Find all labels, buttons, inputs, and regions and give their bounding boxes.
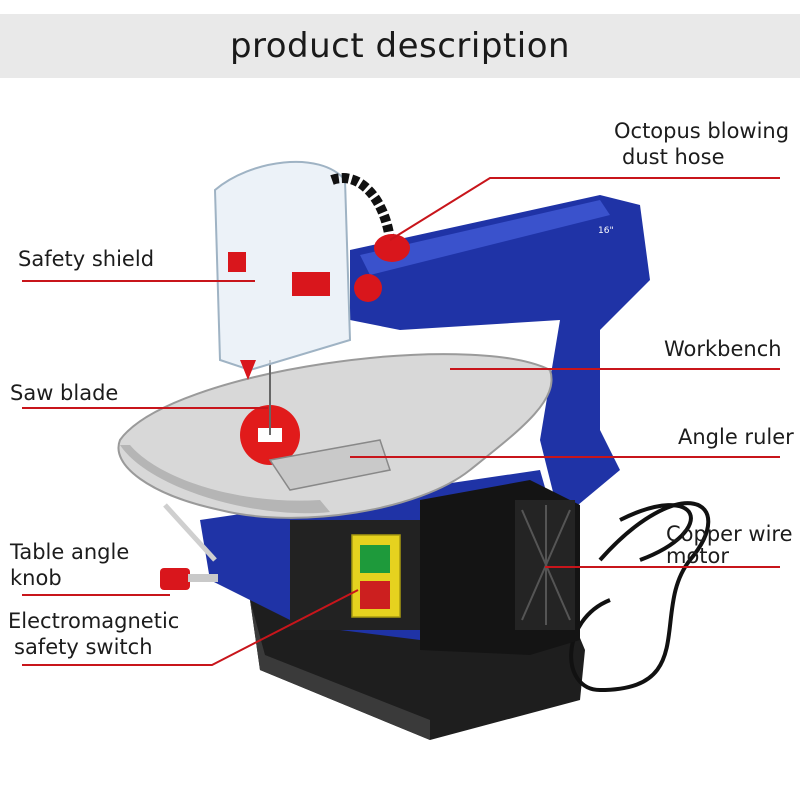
power-cord: [569, 501, 711, 693]
label-safety-shield: Safety shield: [18, 247, 155, 271]
page-title: product description: [229, 26, 571, 66]
dust-hose: [330, 173, 395, 241]
model-plate-text: 16": [598, 226, 614, 236]
label-angle-ruler: Angle ruler: [678, 425, 794, 449]
upper-arm: [350, 195, 650, 520]
table-angle-knob: [160, 568, 190, 590]
leader-switch: [22, 589, 359, 666]
label-table-angle-knob: Table angle knob: [10, 540, 130, 590]
base-front: [250, 600, 430, 740]
title-banner: [0, 14, 800, 78]
label-copper-wire-motor: Copper wire motor: [666, 522, 793, 568]
label-saw-blade: Saw blade: [10, 381, 119, 405]
leader-octopus: [389, 177, 780, 241]
label-octopus-blowing-dust-hose: Octopus blowing dust hose: [614, 119, 790, 169]
arm-highlight: [360, 200, 610, 275]
safety-shield: [213, 160, 352, 372]
label-workbench: Workbench: [664, 337, 782, 361]
label-electromagnetic-safety-switch: Electromagnetic safety switch: [8, 609, 180, 659]
angle-ruler: [268, 439, 391, 491]
